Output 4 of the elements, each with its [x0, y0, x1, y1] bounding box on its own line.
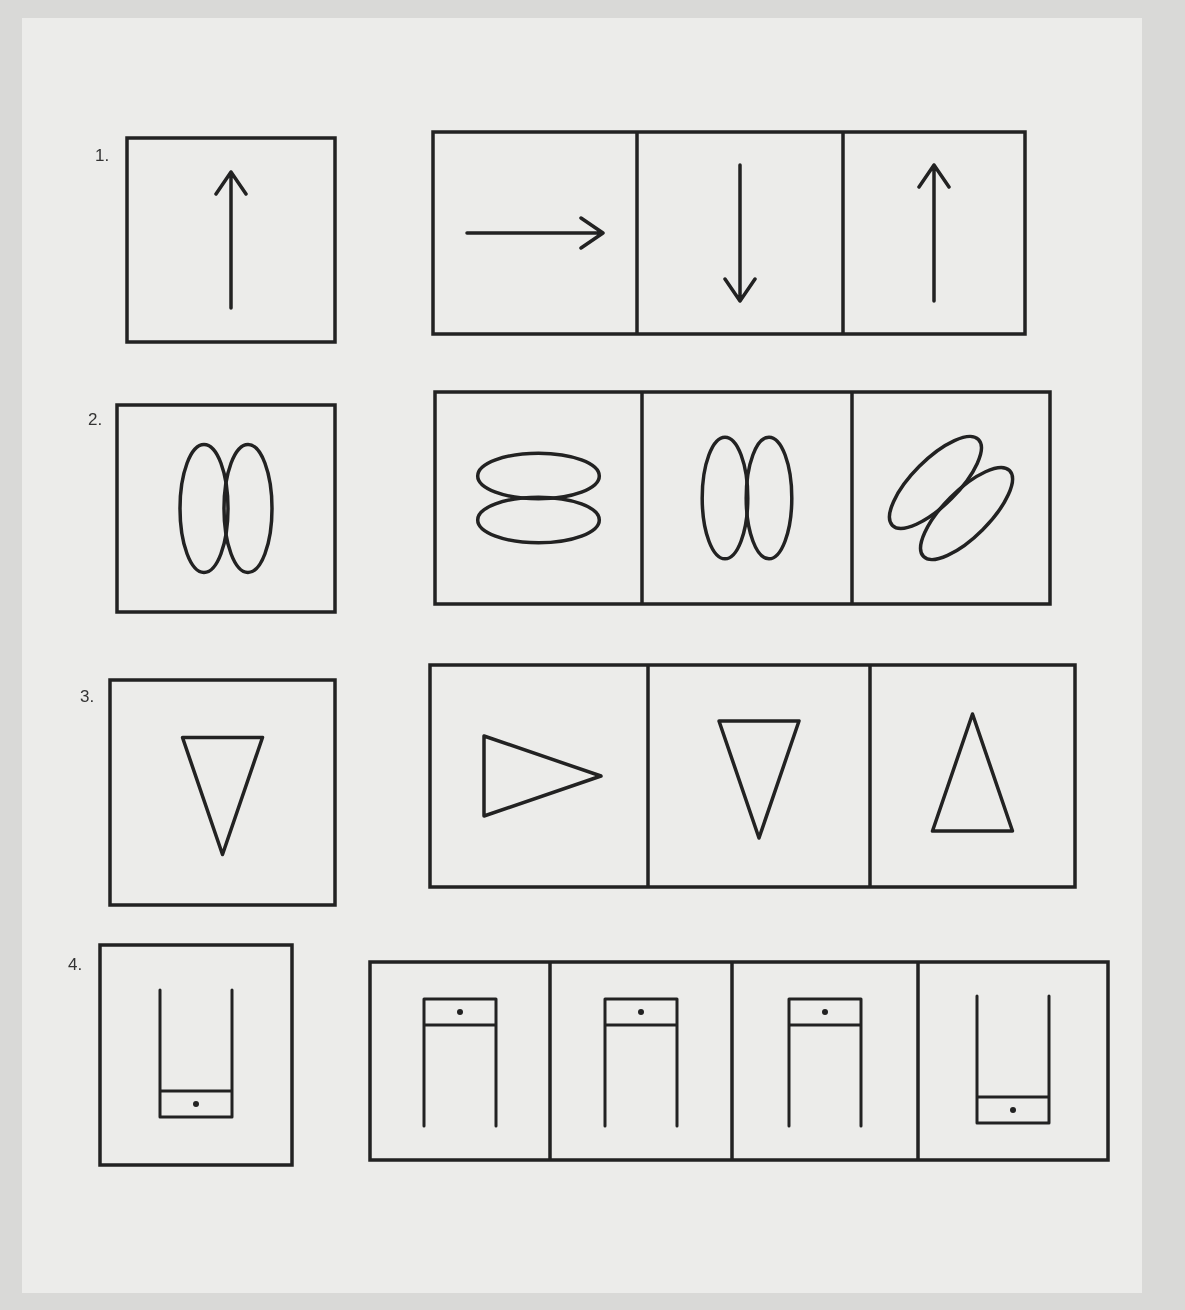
- item-number: 4.: [68, 955, 83, 975]
- item-number: 3.: [80, 687, 95, 707]
- item-number: 2.: [88, 410, 103, 430]
- item-number: 1.: [95, 146, 110, 166]
